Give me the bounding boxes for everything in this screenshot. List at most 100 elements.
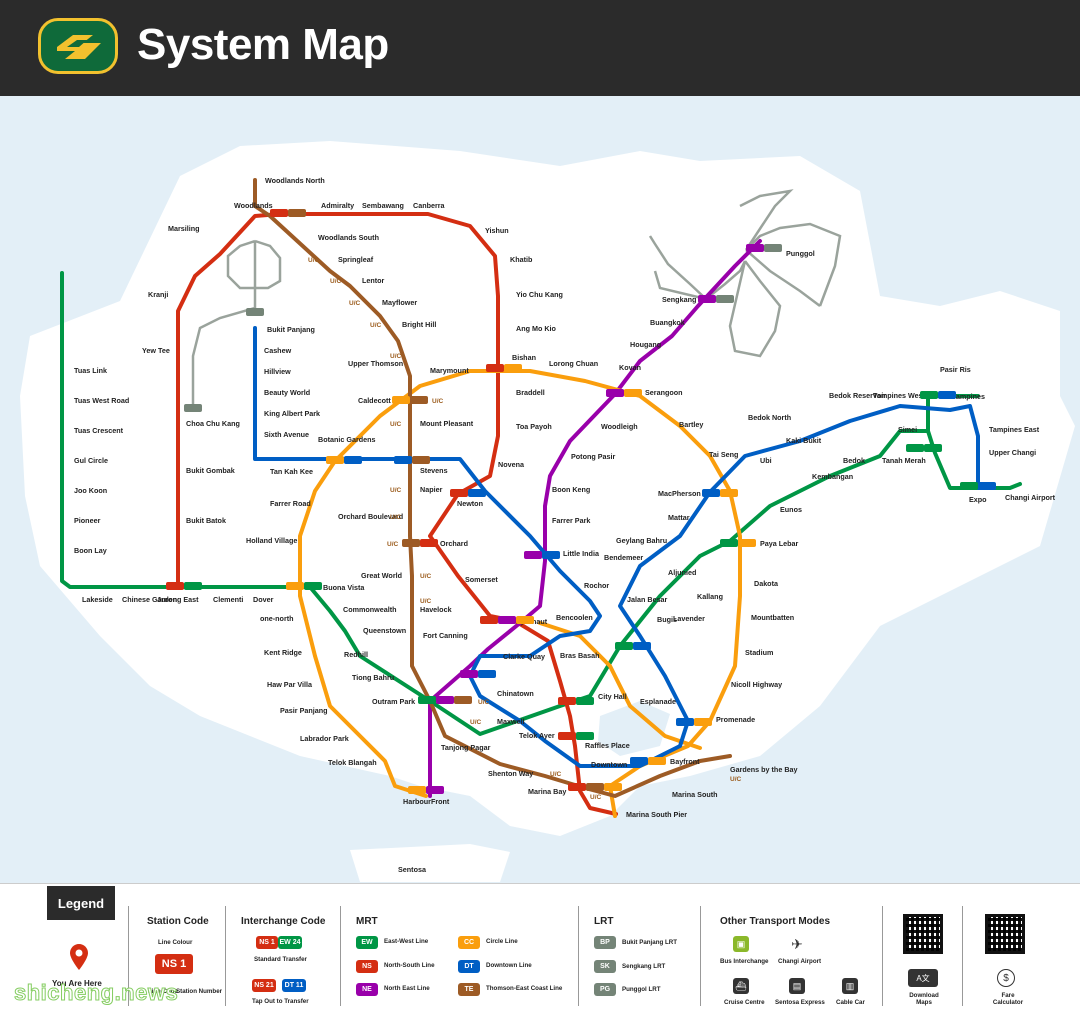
dollar-icon: $ bbox=[997, 969, 1015, 987]
station-bras-basah: Bras Basah bbox=[560, 651, 600, 660]
station-tanjong-pagar: Tanjong Pagar bbox=[441, 743, 491, 752]
legend-divider bbox=[882, 906, 883, 1006]
station-clementi: Clementi bbox=[213, 595, 243, 604]
station-woodlands: Woodlands bbox=[234, 201, 273, 210]
cc-line-pill: CC bbox=[458, 936, 480, 949]
fare-calculator-qr-code[interactable] bbox=[985, 914, 1025, 954]
lrt-lines bbox=[191, 189, 842, 412]
station-expo: Expo bbox=[969, 495, 987, 504]
station-aljunied: Aljunied bbox=[668, 568, 696, 577]
station-bayfront: Bayfront bbox=[670, 757, 700, 766]
station-buona-vista: Buona Vista bbox=[323, 583, 365, 592]
station-sentosa: Sentosa bbox=[398, 865, 427, 874]
station-kallang: Kallang bbox=[697, 592, 723, 601]
te-line-name: Thomson-East Coast Line bbox=[486, 985, 563, 992]
station-lorong-chuan: Lorong Chuan bbox=[549, 359, 598, 368]
svg-text:U/C: U/C bbox=[550, 771, 562, 778]
watermark-text: shicheng.news bbox=[13, 980, 179, 1006]
station-paya-lebar: Paya Lebar bbox=[760, 539, 799, 548]
station-tuas-link: Tuas Link bbox=[74, 366, 107, 375]
fare-calculator-label: Fare Calculator bbox=[992, 992, 1024, 1006]
svg-text:U/C: U/C bbox=[349, 300, 361, 307]
station-mattar: Mattar bbox=[668, 513, 690, 522]
station-macpherson: MacPherson bbox=[658, 489, 701, 498]
station-redhill: Redhill bbox=[344, 650, 368, 659]
legend-divider bbox=[700, 906, 701, 1006]
station-sixth-avenue: Sixth Avenue bbox=[264, 430, 309, 439]
mrt-logo bbox=[38, 18, 118, 74]
station-holland-village: Holland Village bbox=[246, 536, 297, 545]
sentosa-express-icon: ▤ bbox=[789, 978, 805, 994]
sentosa-express-label: Sentosa Express bbox=[775, 999, 825, 1006]
station-yio-chu-kang: Yio Chu Kang bbox=[516, 290, 563, 299]
station-somerset: Somerset bbox=[465, 575, 498, 584]
station-code-heading: Station Code bbox=[147, 916, 209, 927]
station-haw-par-villa: Haw Par Villa bbox=[267, 680, 313, 689]
station-kovan: Kovan bbox=[619, 363, 641, 372]
station-napier: Napier bbox=[420, 485, 443, 494]
station-bukit-batok: Bukit Batok bbox=[186, 516, 226, 525]
station-woodlands-north: Woodlands North bbox=[265, 176, 325, 185]
station-labels: Woodlands North Woodlands Admiralty Semb… bbox=[74, 176, 1056, 874]
under-construction-labels: U/C U/C U/C U/C U/C U/C U/C U/C U/C U/C … bbox=[308, 257, 742, 801]
station-lavender: Lavender bbox=[673, 614, 705, 623]
station-tan-kah-kee: Tan Kah Kee bbox=[270, 467, 313, 476]
station-marina-bay: Marina Bay bbox=[528, 787, 566, 796]
station-fort-canning: Fort Canning bbox=[423, 631, 468, 640]
svg-text:U/C: U/C bbox=[420, 573, 432, 580]
station-toa-payoh: Toa Payoh bbox=[516, 422, 552, 431]
line-colour-label: Line Colour bbox=[158, 939, 193, 946]
interchange-sample-b2: DT 11 bbox=[282, 979, 306, 992]
station-pioneer: Pioneer bbox=[74, 516, 101, 525]
station-marina-south: Marina South bbox=[672, 790, 718, 799]
station-woodlands-south: Woodlands South bbox=[318, 233, 379, 242]
ew-line-pill: EW bbox=[356, 936, 378, 949]
station-marina-south-pier: Marina South Pier bbox=[626, 810, 687, 819]
other-transport-heading: Other Transport Modes bbox=[720, 916, 831, 927]
station-braddell: Braddell bbox=[516, 388, 545, 397]
station-harbourfront: HarbourFront bbox=[403, 797, 450, 806]
station-esplanade: Esplanade bbox=[640, 697, 676, 706]
ne-line-name: North East Line bbox=[384, 985, 430, 992]
system-map[interactable]: Woodlands North Woodlands Admiralty Semb… bbox=[0, 96, 1080, 883]
station-tampines-east: Tampines East bbox=[989, 425, 1040, 434]
station-choa-chu-kang: Choa Chu Kang bbox=[186, 419, 240, 428]
legend-divider bbox=[962, 906, 963, 1006]
station-bright-hill: Bright Hill bbox=[402, 320, 436, 329]
station-bedok: Bedok bbox=[843, 456, 865, 465]
legend-divider bbox=[128, 906, 129, 1006]
svg-text:U/C: U/C bbox=[387, 541, 399, 548]
ns-line-pill: NS bbox=[356, 960, 378, 973]
station-bendemeer: Bendemeer bbox=[604, 553, 643, 562]
interchange-sample-a2: EW 24 bbox=[278, 936, 302, 949]
station-lentor: Lentor bbox=[362, 276, 385, 285]
station-kranji: Kranji bbox=[148, 290, 168, 299]
pg-line-pill: PG bbox=[594, 983, 616, 996]
station-havelock: Havelock bbox=[420, 605, 452, 614]
dt-line-name: Downtown Line bbox=[486, 962, 532, 969]
download-maps-qr-code[interactable] bbox=[903, 914, 943, 954]
station-cashew: Cashew bbox=[264, 346, 292, 355]
ew-line-name: East-West Line bbox=[384, 938, 429, 945]
map-canvas[interactable]: Woodlands North Woodlands Admiralty Semb… bbox=[0, 96, 1080, 883]
station-farrer-road: Farrer Road bbox=[270, 499, 311, 508]
sk-line-pill: SK bbox=[594, 960, 616, 973]
station-kaki-bukit: Kaki Bukit bbox=[786, 436, 822, 445]
station-maxwell: Maxwell bbox=[497, 717, 525, 726]
marina-bay-water bbox=[598, 701, 670, 756]
page-title: System Map bbox=[137, 20, 389, 69]
station-mayflower: Mayflower bbox=[382, 298, 417, 307]
bus-interchange-icon: ▣ bbox=[733, 936, 749, 952]
mrt-heading: MRT bbox=[356, 916, 378, 927]
station-city-hall: City Hall bbox=[598, 692, 627, 701]
station-kembangan: Kembangan bbox=[812, 472, 853, 481]
station-orchard-boulevard: Orchard Boulevard bbox=[338, 512, 403, 521]
station-mountbatten: Mountbatten bbox=[751, 613, 794, 622]
station-code-sample: NS 1 bbox=[155, 954, 193, 974]
station-khatib: Khatib bbox=[510, 255, 533, 264]
station-jurong-east: Jurong East bbox=[157, 595, 199, 604]
station-clarke-quay: Clarke Quay bbox=[503, 652, 545, 661]
station-boon-lay: Boon Lay bbox=[74, 546, 107, 555]
station-commonwealth: Commonwealth bbox=[343, 605, 397, 614]
station-bartley: Bartley bbox=[679, 420, 703, 429]
